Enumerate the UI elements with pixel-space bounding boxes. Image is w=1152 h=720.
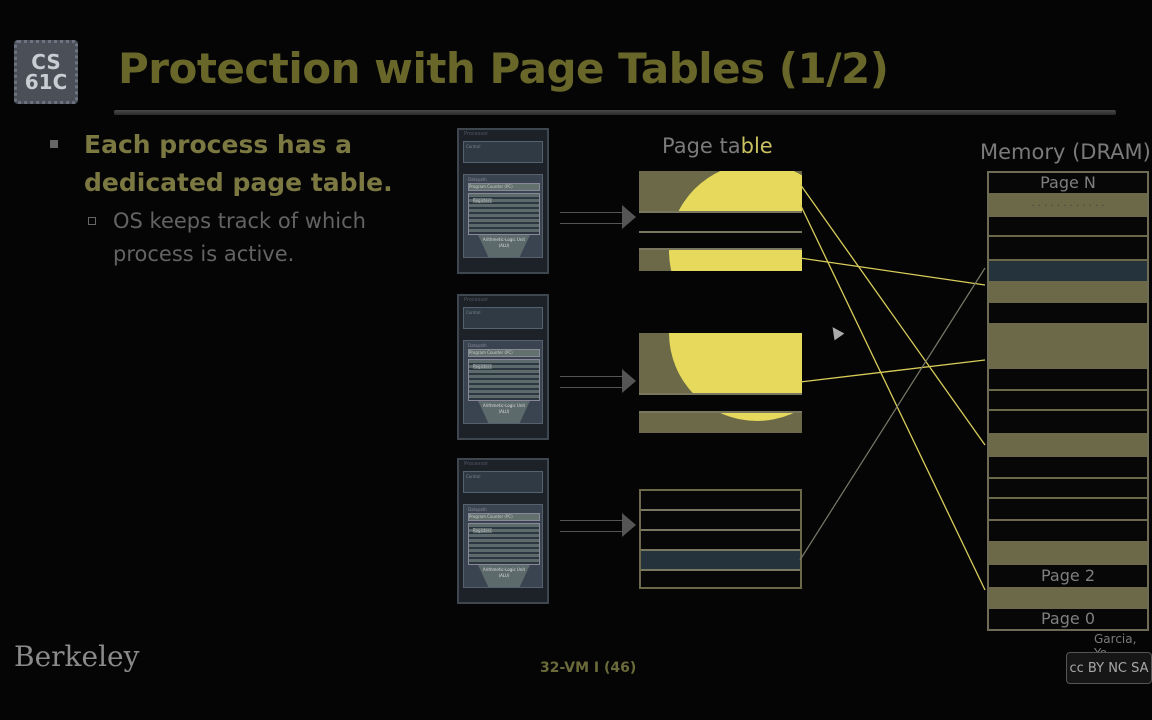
arrow-to-page-table-1: [560, 212, 622, 224]
arrow-to-page-table-3: [560, 520, 622, 532]
datapath-label: Datapath: [468, 343, 487, 348]
control-box: Control: [463, 471, 543, 493]
slide-title: Protection with Page Tables (1/2): [118, 44, 889, 93]
logo-line-2: 61C: [24, 70, 68, 94]
arrow-head-1: [622, 205, 636, 229]
memory-row: [989, 457, 1147, 479]
datapath-box: Datapath Program Counter (PC) Registers …: [463, 504, 543, 588]
bullet-marker: [50, 140, 58, 148]
creative-commons-icon: cc BY NC SA: [1066, 652, 1152, 684]
page-table-label: Page table: [662, 134, 773, 158]
page-table-row: [641, 511, 800, 531]
datapath-box: Datapath Program Counter (PC) Registers …: [463, 174, 543, 258]
memory-label: Memory (DRAM): [980, 140, 1151, 164]
control-box: Control: [463, 141, 543, 163]
memory-page-2: Page 2: [1041, 566, 1095, 585]
memory-row: [989, 217, 1147, 237]
page-table-label-highlight: ble: [740, 134, 773, 158]
memory-row: [989, 325, 1147, 369]
datapath-label: Datapath: [468, 507, 487, 512]
slide-number: 32-VM I (46): [540, 660, 637, 676]
cs61c-logo: CS 61C: [14, 40, 78, 104]
memory-row: [989, 541, 1147, 565]
registers-box: Registers: [468, 193, 540, 235]
processor-diagram-2: Processor Control Datapath Program Count…: [457, 294, 549, 440]
memory-row: [989, 587, 1147, 609]
memory-row: [989, 239, 1147, 261]
control-label: Control: [466, 144, 481, 149]
registers-box: Registers: [468, 359, 540, 401]
control-label: Control: [466, 310, 481, 315]
pc-box: Program Counter (PC): [468, 513, 540, 521]
pc-box: Program Counter (PC): [468, 183, 540, 191]
page-table-1: [639, 171, 802, 271]
arrow-head-2: [622, 369, 636, 393]
registers-box: Registers: [468, 523, 540, 565]
alu-shape: Arithmetic-Logic Unit (ALU): [478, 565, 530, 587]
page-table-row: [641, 491, 800, 511]
registers-label: Registers: [473, 528, 492, 533]
memory-row: [989, 281, 1147, 303]
mapping-line: [799, 267, 986, 561]
arrow-head-3: [622, 513, 636, 537]
logo-line-1: CS: [31, 50, 61, 74]
control-box: Control: [463, 307, 543, 329]
memory-row: [989, 499, 1147, 521]
memory-row: [989, 433, 1147, 457]
registers-label: Registers: [473, 198, 492, 203]
memory-row-active: [989, 261, 1147, 281]
page-table-label-plain: Page ta: [662, 134, 741, 158]
processor-diagram-3: Processor Control Datapath Program Count…: [457, 458, 549, 604]
processor-caption: Processor: [464, 131, 489, 137]
mapping-line: [799, 203, 986, 591]
datapath-label: Datapath: [468, 177, 487, 182]
memory-row: [989, 303, 1147, 325]
mapping-line: [799, 359, 986, 383]
mapping-line: [799, 183, 986, 446]
sub-bullet-marker: [88, 217, 96, 225]
page-table-3: [639, 489, 802, 589]
memory-row: . . . . . . . . . . . .: [989, 193, 1147, 217]
sub-bullet-text: OS keeps track of which process is activ…: [113, 209, 366, 266]
memory-ellipsis: . . . . . . . . . . . .: [1031, 198, 1105, 209]
arrow-to-page-table-2: [560, 376, 622, 388]
control-label: Control: [466, 474, 481, 479]
processor-diagram-1: Processor Control Datapath Program Count…: [457, 128, 549, 274]
alu-shape: Arithmetic-Logic Unit (ALU): [478, 401, 530, 423]
berkeley-logo: Berkeley: [14, 640, 140, 673]
memory-page-0: Page 0: [1041, 609, 1095, 628]
datapath-box: Datapath Program Counter (PC) Registers …: [463, 340, 543, 424]
processor-caption: Processor: [464, 297, 489, 303]
memory-page-n: Page N: [1040, 173, 1096, 192]
page-table-row: [641, 551, 800, 571]
title-divider: [114, 110, 1116, 115]
memory-row: [989, 369, 1147, 391]
spotlight-highlight: [639, 171, 802, 271]
memory-row: [989, 391, 1147, 411]
memory-row: [989, 479, 1147, 499]
alu-shape: Arithmetic-Logic Unit (ALU): [478, 235, 530, 257]
processor-caption: Processor: [464, 461, 489, 467]
registers-label: Registers: [473, 364, 492, 369]
pc-box: Program Counter (PC): [468, 349, 540, 357]
page-table-row: [641, 531, 800, 551]
bullet-text: Each process has a dedicated page table.: [84, 130, 393, 197]
memory-dram: Page N . . . . . . . . . . . . Page 2 Pa…: [987, 171, 1149, 631]
mapping-line: [799, 257, 986, 286]
page-table-2: [639, 333, 802, 433]
spotlight-highlight: [639, 333, 802, 421]
